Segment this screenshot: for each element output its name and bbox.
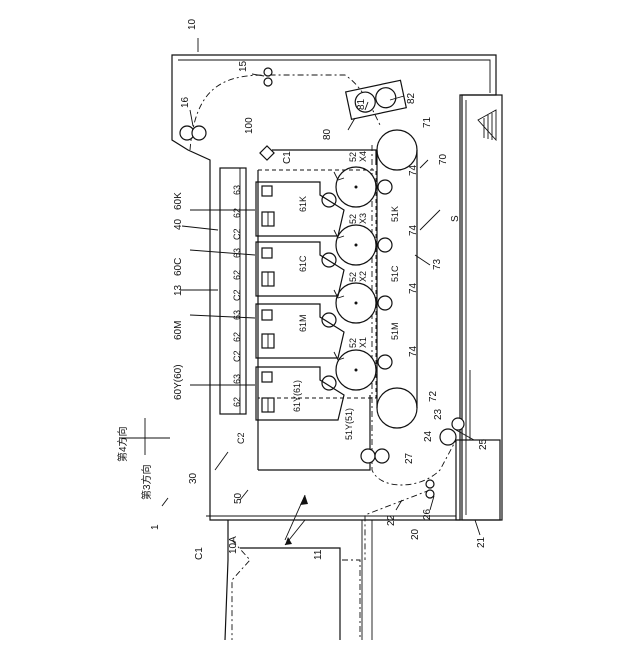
label-51k: 51K <box>390 206 400 222</box>
roller-24 <box>440 429 456 445</box>
label-13: 13 <box>173 284 184 296</box>
label-1: 1 <box>150 524 161 530</box>
label-c2-m: C2 <box>232 350 242 362</box>
label-60c: 60C <box>173 258 184 276</box>
label-60m: 60M <box>173 321 184 340</box>
label-22: 22 <box>386 514 397 526</box>
label-25: 25 <box>478 438 489 450</box>
sheet-tray <box>462 95 502 520</box>
label-74-2: 74 <box>408 224 419 236</box>
label-52-k: 52 <box>348 152 358 162</box>
label-100: 100 <box>244 117 255 134</box>
label-80: 80 <box>322 128 333 140</box>
label-82: 82 <box>406 92 417 104</box>
label-61c: 61C <box>298 255 308 272</box>
roller-23 <box>452 418 464 430</box>
label-30: 30 <box>188 472 199 484</box>
label-71: 71 <box>422 116 433 128</box>
label-62-k: 62 <box>232 208 242 218</box>
label-73: 73 <box>432 258 443 270</box>
label-15: 15 <box>238 60 249 72</box>
label-dir4: 第4方向 <box>116 426 129 462</box>
label-51y: 51Y(51) <box>344 408 354 440</box>
label-c2-c: C2 <box>232 289 242 301</box>
tray-hatch <box>478 110 496 140</box>
label-63-c: 63 <box>232 248 242 258</box>
label-11: 11 <box>313 549 324 560</box>
label-60y: 60Y(60) <box>173 364 184 400</box>
cassette-21 <box>456 440 500 520</box>
label-27: 27 <box>404 452 415 464</box>
label-63-m: 63 <box>232 310 242 320</box>
label-c2-k: C2 <box>232 228 242 240</box>
roller-15b <box>264 78 272 86</box>
roller-15a <box>264 68 272 76</box>
label-61m: 61M <box>298 314 308 332</box>
label-23: 23 <box>433 408 444 420</box>
label-20: 20 <box>410 528 421 540</box>
label-70: 70 <box>438 153 449 165</box>
sheet-path <box>190 75 380 150</box>
label-c2-y: C2 <box>236 432 246 444</box>
label-x3: X3 <box>358 213 368 224</box>
label-52-m: 52 <box>348 272 358 282</box>
driven-roller-72 <box>377 388 417 428</box>
label-60k: 60K <box>173 192 184 210</box>
label-c1-top: C1 <box>282 151 293 164</box>
label-52-c: 52 <box>348 214 358 224</box>
label-74-3: 74 <box>408 282 419 294</box>
sensor-100 <box>260 146 274 160</box>
housing-outline <box>172 55 496 520</box>
label-81: 81 <box>356 98 367 110</box>
label-61y: 61Y(61) <box>292 380 302 412</box>
label-26: 26 <box>422 508 433 520</box>
label-dir3: 第3方向 <box>140 464 153 500</box>
label-10a: 10A <box>228 536 239 554</box>
label-50: 50 <box>233 492 244 504</box>
label-74-4: 74 <box>408 345 419 357</box>
label-x4: X4 <box>358 151 368 162</box>
label-21: 21 <box>476 536 487 548</box>
label-51m: 51M <box>390 322 400 340</box>
label-72: 72 <box>428 390 439 402</box>
label-16: 16 <box>180 96 191 108</box>
label-x1: X1 <box>358 337 368 348</box>
label-10: 10 <box>187 18 198 30</box>
label-63-k: 63 <box>232 185 242 195</box>
label-62-c: 62 <box>232 270 242 280</box>
label-52-y: 52 <box>348 338 358 348</box>
housing-inner-outline <box>178 60 490 516</box>
label-24: 24 <box>423 430 434 442</box>
label-51c: 51C <box>390 265 400 282</box>
label-74-1: 74 <box>408 164 419 176</box>
fixing-unit-80 <box>346 80 407 119</box>
label-s: S <box>450 215 461 222</box>
cover-11 <box>240 548 340 640</box>
label-x2: X2 <box>358 271 368 282</box>
label-c1-bottom: C1 <box>194 547 205 560</box>
roller-16b <box>192 126 206 140</box>
label-62-y: 62 <box>232 397 242 407</box>
label-62-m: 62 <box>232 332 242 342</box>
label-40: 40 <box>173 218 184 230</box>
label-61k: 61K <box>298 196 308 212</box>
label-63-y: 63 <box>232 374 242 384</box>
drive-roller-71 <box>377 130 417 170</box>
